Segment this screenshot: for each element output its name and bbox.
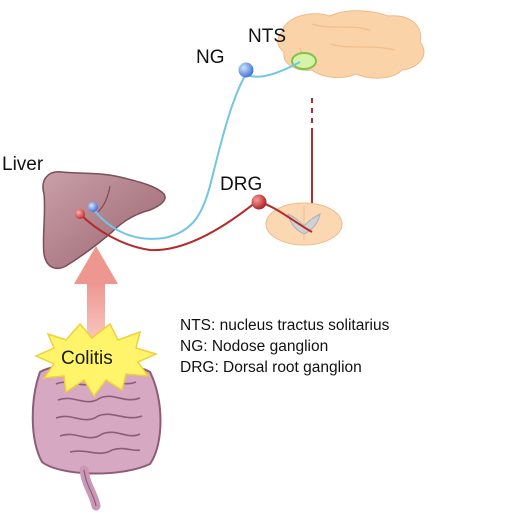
legend-item-drg: DRG: Dorsal root ganglion: [180, 359, 362, 376]
legend-item-nts: NTS: nucleus tractus solitarius: [180, 317, 390, 334]
drg-ganglion-icon: [251, 194, 267, 210]
liver-vagal-ending-icon: [88, 202, 98, 212]
liver-label: Liver: [2, 154, 44, 175]
legend-item-ng: NG: Nodose ganglion: [180, 338, 328, 355]
legend: NTS: nucleus tractus solitarius NG: Nodo…: [180, 317, 390, 376]
ng-label: NG: [196, 47, 225, 68]
liver-spinal-ending-icon: [75, 209, 85, 219]
arrow-up-icon: [74, 246, 118, 340]
colitis-burst-icon: [34, 322, 159, 398]
nts-label: NTS: [248, 26, 286, 47]
drg-label: DRG: [220, 174, 262, 195]
colitis-label: Colitis: [61, 348, 113, 369]
spinal-afferent-line: [79, 201, 257, 252]
nts-nucleus-icon: [291, 52, 317, 70]
spinal-cord-icon: [265, 202, 343, 246]
ng-ganglion-icon: [238, 62, 254, 78]
